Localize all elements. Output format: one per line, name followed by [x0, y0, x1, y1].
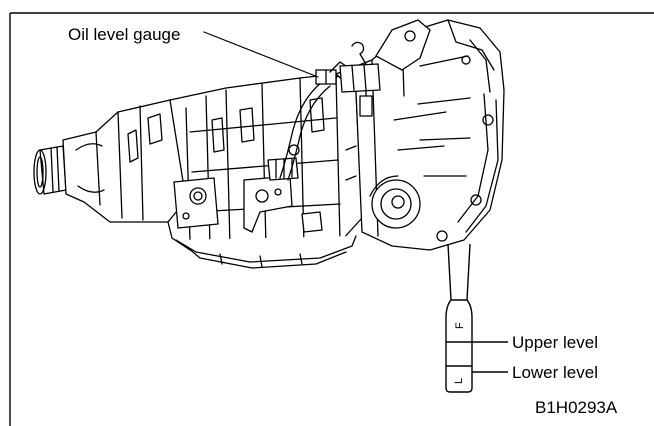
dipstick-mark-full: F [454, 322, 466, 329]
transmission-drawing [33, 19, 505, 269]
output-shaft [33, 145, 67, 195]
oil-level-gauge-leader [203, 31, 319, 78]
dipstick-detail: F L [445, 243, 508, 393]
main-case [167, 73, 363, 269]
oil-level-gauge-label: Oil level gauge [68, 25, 181, 44]
lower-level-label: Lower level [512, 363, 598, 382]
bell-housing [335, 19, 505, 251]
dipstick-mark-low: L [453, 378, 465, 384]
extension-housing [62, 99, 191, 223]
figure-reference-code: B1H0293A [535, 398, 618, 417]
figure-frame [9, 12, 654, 426]
upper-level-label: Upper level [512, 333, 598, 352]
